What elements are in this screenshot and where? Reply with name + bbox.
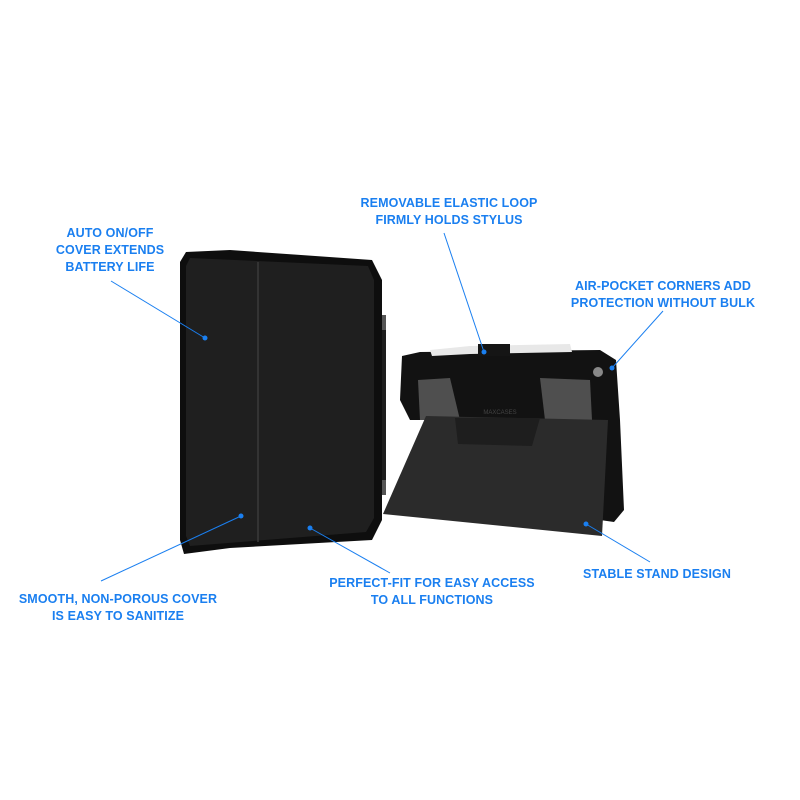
callout-dot	[481, 349, 487, 355]
callout-line: FIRMLY HOLDS STYLUS	[375, 213, 523, 227]
callout-dot	[307, 525, 313, 531]
callout-dot	[202, 335, 208, 341]
callout-line: REMOVABLE ELASTIC LOOP	[360, 196, 538, 210]
callout-elastic-loop: REMOVABLE ELASTIC LOOP FIRMLY HOLDS STYL…	[361, 195, 538, 229]
callout-line: AUTO ON/OFF	[66, 226, 154, 240]
callout-line: AIR-POCKET CORNERS ADD	[574, 279, 752, 293]
callout-line: SMOOTH, NON-POROUS COVER	[18, 592, 218, 606]
callout-line: BATTERY LIFE	[65, 260, 155, 274]
standing-case: MAXCASES	[383, 344, 624, 536]
callout-line: STABLE STAND DESIGN	[583, 567, 731, 581]
callout-perfect-fit: PERFECT-FIT FOR EASY ACCESS TO ALL FUNCT…	[329, 575, 535, 609]
callout-air-pocket: AIR-POCKET CORNERS ADD PROTECTION WITHOU…	[571, 278, 755, 312]
stand-tab	[455, 418, 540, 446]
callout-stand: STABLE STAND DESIGN	[583, 566, 731, 583]
callout-lines	[100, 232, 664, 582]
clear-window-right	[540, 378, 592, 420]
stand-panel	[383, 416, 608, 536]
callout-dot	[583, 521, 589, 527]
callout-line: PROTECTION WITHOUT BULK	[570, 296, 756, 310]
clear-window-left	[418, 378, 460, 420]
callout-dot	[238, 513, 244, 519]
closed-folio-case	[180, 250, 386, 554]
callout-line: PERFECT-FIT FOR EASY ACCESS	[329, 576, 535, 590]
callout-line: IS EASY TO SANITIZE	[51, 609, 185, 623]
callout-smooth-cover: SMOOTH, NON-POROUS COVER IS EASY TO SANI…	[19, 591, 217, 625]
camera-cutout	[593, 367, 603, 377]
callout-line: COVER EXTENDS	[55, 243, 165, 257]
brand-logo: MAXCASES	[483, 410, 516, 416]
callout-line: TO ALL FUNCTIONS	[370, 593, 494, 607]
callout-auto-cover: AUTO ON/OFF COVER EXTENDS BATTERY LIFE	[56, 225, 164, 276]
callout-dot	[609, 365, 615, 371]
front-cover	[186, 258, 374, 546]
